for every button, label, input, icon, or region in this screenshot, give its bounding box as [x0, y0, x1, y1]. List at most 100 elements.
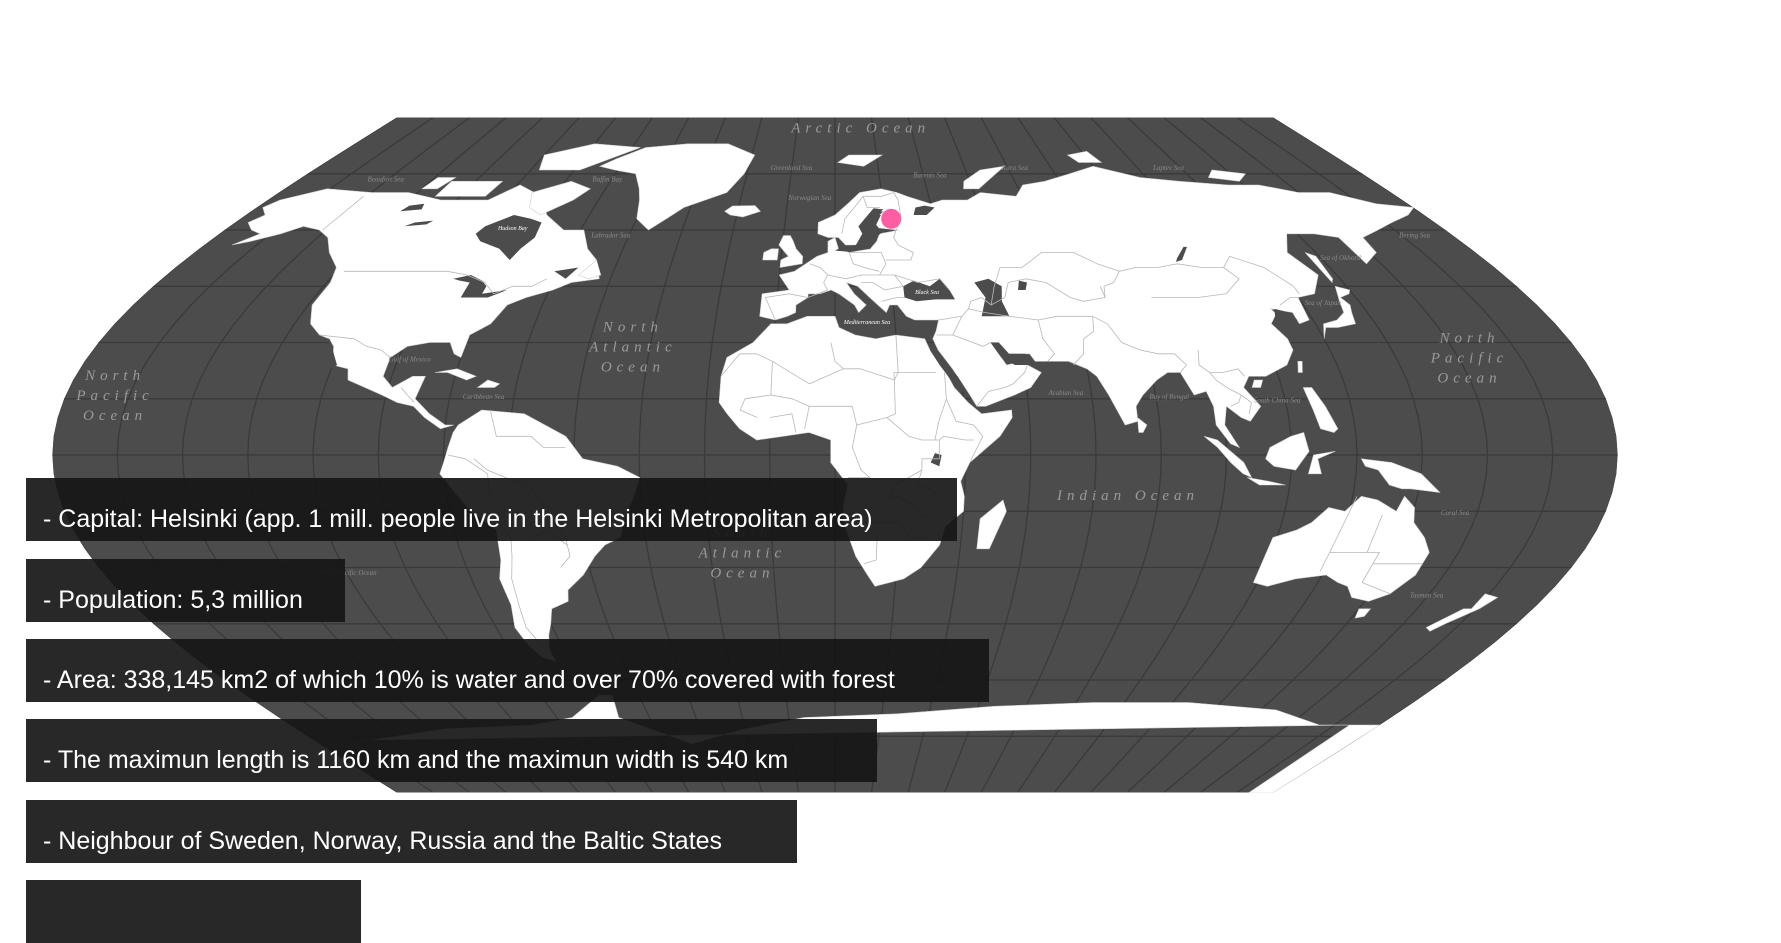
ocean-label-line: North [602, 319, 663, 335]
water-gulf-of-st-lawrence [554, 267, 579, 279]
sea-label: Coral Sea [1441, 509, 1470, 517]
land-tasmania [1354, 608, 1372, 619]
land-britain [778, 235, 804, 268]
land-newfoundland [577, 259, 602, 280]
border-line [1038, 315, 1095, 366]
water-great-slave-lake [404, 220, 434, 227]
sea-label: Gulf of Mexico [389, 355, 431, 363]
ocean-label: Indian Ocean [1056, 488, 1199, 504]
border-line [1240, 394, 1252, 414]
border-line [739, 394, 771, 418]
land-hispaniola [476, 379, 501, 388]
land-greenland [598, 143, 756, 231]
sea-label: South Pacific Ocean [319, 569, 377, 577]
fact-area-text: - Area: 338,145 km2 of which 10% is wate… [43, 666, 895, 694]
border-line [938, 297, 992, 321]
sea-label: Beaufort Sea [368, 175, 405, 183]
land-ireland [762, 248, 779, 261]
land-madagascar [976, 499, 1007, 550]
land-australia [1252, 495, 1430, 602]
border-line [1361, 552, 1381, 583]
ocean-label: Arctic Ocean [790, 121, 930, 137]
fact-capital: - Capital: Helsinki (app. 1 mill. people… [26, 478, 957, 541]
ocean-label-line: Ocean [601, 359, 665, 375]
land-baffin [529, 180, 591, 216]
ocean-label-line: Indian Ocean [1056, 488, 1199, 504]
sea-label: Bay of Bengal [1149, 393, 1189, 401]
sea-label: Kara Sea [1001, 164, 1029, 172]
fact-neighbours-text: - Neighbour of Sweden, Norway, Russia an… [43, 827, 723, 855]
border-line [1197, 349, 1245, 377]
fact-next [26, 880, 361, 943]
water-baltic-sea [835, 208, 897, 252]
ocean-label-line: North [84, 368, 145, 384]
sea-label: Bering Sea [1399, 232, 1430, 240]
border-line [1209, 372, 1242, 407]
finland-marker[interactable] [881, 208, 902, 229]
border-line [1151, 267, 1240, 298]
sea-label: South China Sea [1254, 397, 1301, 405]
ocean-label-line: Arctic Ocean [790, 121, 930, 137]
ocean-label-line: Ocean [83, 408, 147, 424]
water-great-bear-lake [400, 203, 425, 212]
water-lake-baikal [1176, 246, 1187, 262]
ocean-label-line: Ocean [710, 566, 774, 582]
border-line [322, 195, 364, 231]
sea-label: Tasman Sea [1410, 592, 1444, 600]
land-java [1247, 477, 1286, 486]
land-sulawesi [1308, 451, 1336, 475]
water-gulf-of-bothnia [865, 215, 881, 227]
sea-label: Greenland Sea [771, 164, 813, 172]
border-line [934, 372, 947, 441]
fact-population: - Population: 5,3 million [26, 559, 345, 622]
border-line [1103, 271, 1120, 298]
land-new-siberian-islands [1207, 169, 1246, 182]
border-line [952, 334, 991, 347]
sea-label: Caribbean Sea [463, 393, 505, 401]
border-line [756, 353, 844, 385]
land-new-zealand [1425, 593, 1499, 632]
land-banks-island [421, 177, 457, 190]
border-line [319, 334, 391, 358]
border-line [344, 270, 548, 295]
fact-capital-text: - Capital: Helsinki (app. 1 mill. people… [43, 505, 873, 533]
water-red-sea [929, 350, 977, 407]
border-line [489, 409, 566, 448]
water-great-lakes [453, 275, 508, 298]
sea-label: Norwegian Sea [787, 194, 831, 202]
fact-population-text: - Population: 5,3 million [43, 586, 303, 614]
border-line [848, 424, 871, 478]
border-line [770, 361, 887, 426]
land-victoria-island [434, 181, 504, 197]
border-line [400, 387, 415, 403]
border-line [764, 293, 809, 321]
land-cuba [434, 368, 477, 381]
land-taiwan [1297, 361, 1303, 373]
fact-area: - Area: 338,145 km2 of which 10% is wate… [26, 639, 989, 702]
border-line [804, 406, 810, 429]
land-new-guinea [1360, 458, 1441, 493]
fact-neighbours: - Neighbour of Sweden, Norway, Russia an… [26, 800, 797, 863]
sea-label: Sea of Okhotsk [1320, 254, 1363, 262]
water-lake-victoria [930, 453, 942, 467]
land-sumatra [1203, 436, 1253, 479]
ocean-label-line: Pacific [1430, 351, 1508, 367]
land-severnaya-zemlya [1066, 150, 1103, 163]
border-line [893, 372, 937, 381]
water-yellow-sea [1271, 308, 1298, 328]
water-aral-sea [1018, 280, 1027, 290]
border-line [990, 252, 1120, 306]
border-line [946, 398, 984, 463]
water-persian-gulf [990, 342, 1028, 365]
border-line [976, 364, 1028, 407]
land-philippines [1302, 387, 1339, 433]
sea-label: Laptev Sea [1152, 164, 1184, 172]
land-eurasia [759, 165, 1415, 449]
sea-label: Hudson Bay [497, 226, 528, 232]
land-sakhalin [1304, 252, 1333, 284]
border-line [1119, 255, 1300, 295]
lakes [327, 203, 1298, 467]
